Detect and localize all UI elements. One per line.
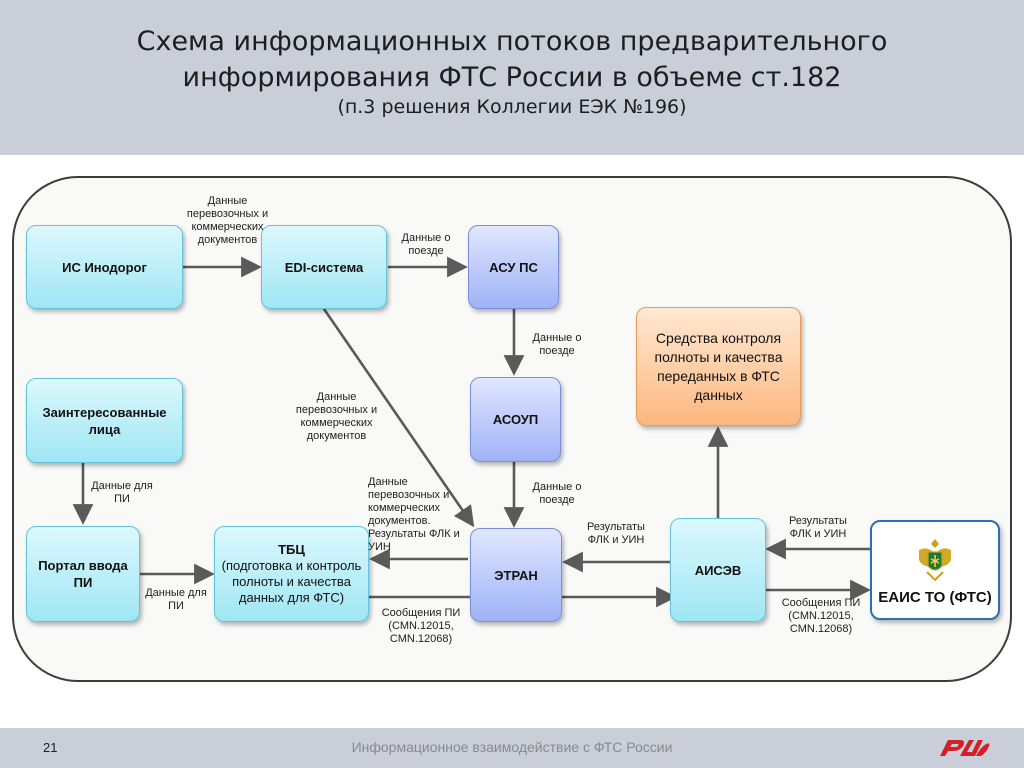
label-tbc-aisev: Сообщения ПИ (CMN.12015, CMN.12068): [381, 607, 461, 645]
slide-footer: 21 Информационное взаимодействие с ФТС Р…: [0, 728, 1024, 768]
node-portal-vvoda-pi-label: Портал ввода ПИ: [38, 558, 128, 590]
label-portal-tbc: Данные для ПИ: [145, 587, 207, 612]
node-is-inodorog[interactable]: ИС Инодорог: [26, 225, 183, 309]
node-eais-to[interactable]: ЕАИС ТО (ФТС): [870, 520, 1000, 620]
slide-title: Схема информационных потоков предварител…: [0, 24, 1024, 96]
label-etran-tbc: Данные перевозочных и коммерческих докум…: [368, 476, 460, 553]
label-zaint-portal: Данные для ПИ: [91, 480, 153, 505]
label-eais-aisev: Результаты ФЛК и УИН: [789, 515, 847, 540]
label-inodorog-edi: Данные перевозочных и коммерческих докум…: [186, 195, 269, 246]
label-asups-asoup: Данные о поезде: [532, 332, 582, 357]
node-asoup[interactable]: АСОУП: [470, 377, 561, 462]
node-edi-system[interactable]: EDI-система: [261, 225, 387, 309]
node-zainteresovannye-lica[interactable]: Заинтересованные лица: [26, 378, 183, 463]
rzd-logo-icon: [940, 740, 990, 756]
label-aisev-etran: Результаты ФЛК и УИН: [587, 521, 645, 546]
footer-caption: Информационное взаимодействие с ФТС Росс…: [351, 739, 673, 755]
node-etran[interactable]: ЭТРАН: [470, 528, 562, 622]
node-etran-label: ЭТРАН: [494, 567, 538, 583]
slide-header: Схема информационных потоков предварител…: [0, 0, 1024, 155]
label-edi-etran: Данные перевозочных и коммерческих докум…: [295, 391, 378, 442]
label-aisev-eais: Сообщения ПИ (CMN.12015, CMN.12068): [781, 597, 861, 635]
node-portal-vvoda-pi[interactable]: Портал ввода ПИ: [26, 526, 140, 622]
node-asoup-label: АСОУП: [492, 412, 539, 427]
node-tbc[interactable]: ТБЦ (подготовка и контроль полноты и кач…: [214, 526, 369, 622]
node-tbc-title: ТБЦ: [278, 542, 305, 557]
label-edi-asups: Данные о поезде: [401, 232, 451, 257]
slide-title-line-1: Схема информационных потоков предварител…: [136, 26, 888, 57]
node-sredstva-kontrolya[interactable]: Средства контроля полноты и качества пер…: [636, 307, 801, 426]
slide-title-line-2: информирования ФТС России в объеме ст.18…: [182, 62, 842, 93]
node-edi-system-label: EDI-система: [284, 259, 364, 275]
node-zainteresovannye-lica-label: Заинтересованные лица: [42, 404, 167, 437]
arrow-edi-to-etran: [322, 308, 475, 528]
node-asu-ps[interactable]: АСУ ПС: [468, 225, 559, 309]
node-aisev-label: АИСЭВ: [694, 562, 742, 578]
label-asoup-etran: Данные о поезде: [532, 481, 582, 506]
node-eais-to-label: ЕАИС ТО (ФТС): [878, 589, 992, 606]
node-tbc-body: (подготовка и контроль полноты и качеств…: [221, 558, 362, 605]
page-number: 21: [43, 740, 58, 755]
node-is-inodorog-label: ИС Инодорог: [62, 259, 147, 275]
node-aisev[interactable]: АИСЭВ: [670, 518, 766, 622]
fts-emblem-icon: [919, 539, 951, 582]
node-sredstva-kontrolya-label: Средства контроля полноты и качества пер…: [654, 329, 783, 403]
node-asu-ps-label: АСУ ПС: [489, 259, 538, 275]
slide-subtitle: (п.3 решения Коллегии ЕЭК №196): [337, 96, 687, 118]
